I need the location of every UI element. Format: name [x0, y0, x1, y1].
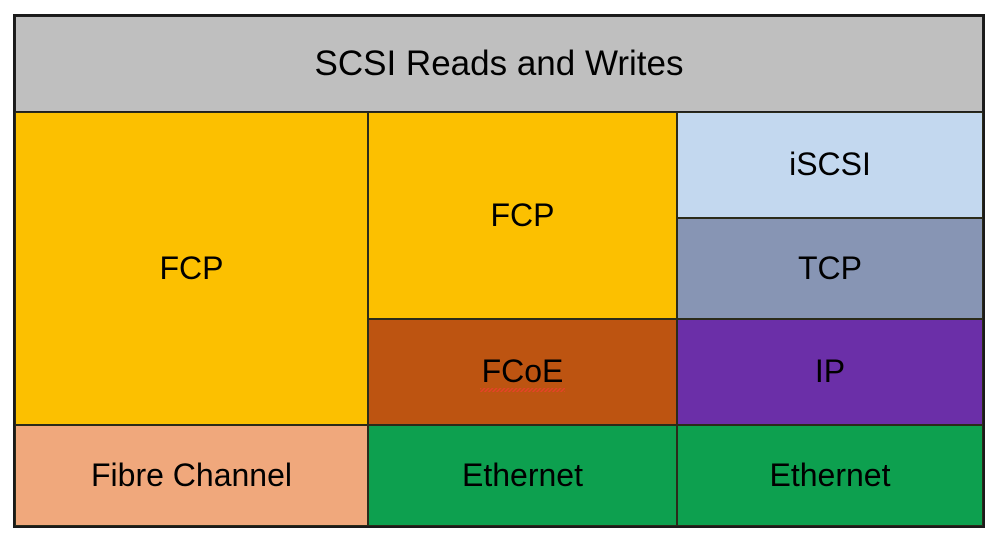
block-fcp-fcoe-stack: FCP: [368, 112, 677, 319]
header-band-label: SCSI Reads and Writes: [314, 43, 684, 83]
block-ip: IP: [677, 319, 983, 425]
block-label-ip: IP: [814, 353, 846, 390]
block-fcoe: FCoE: [368, 319, 677, 425]
block-label-tcp: TCP: [798, 249, 862, 286]
diagram-frame: SCSI Reads and Writes FCP Fibre Channel …: [13, 14, 985, 528]
block-label-fcoe: FCoE: [479, 353, 566, 392]
block-label-fcp-left: FCP: [159, 249, 224, 286]
block-label-iscsi: iSCSI: [789, 146, 871, 183]
block-ethernet-fcoe-stack: Ethernet: [368, 425, 677, 526]
header-band-scsi-reads-and-writes: SCSI Reads and Writes: [15, 16, 983, 112]
block-iscsi: iSCSI: [677, 112, 983, 218]
block-ethernet-iscsi-stack: Ethernet: [677, 425, 983, 526]
block-tcp: TCP: [677, 218, 983, 319]
block-label-fcp-middle: FCP: [490, 196, 555, 233]
block-label-fibre-channel: Fibre Channel: [91, 456, 292, 493]
block-fibre-channel: Fibre Channel: [15, 425, 368, 526]
block-label-ethernet-right: Ethernet: [769, 456, 891, 493]
block-fcp-fibre-channel-stack: FCP: [15, 112, 368, 425]
block-label-ethernet-middle: Ethernet: [462, 456, 583, 493]
